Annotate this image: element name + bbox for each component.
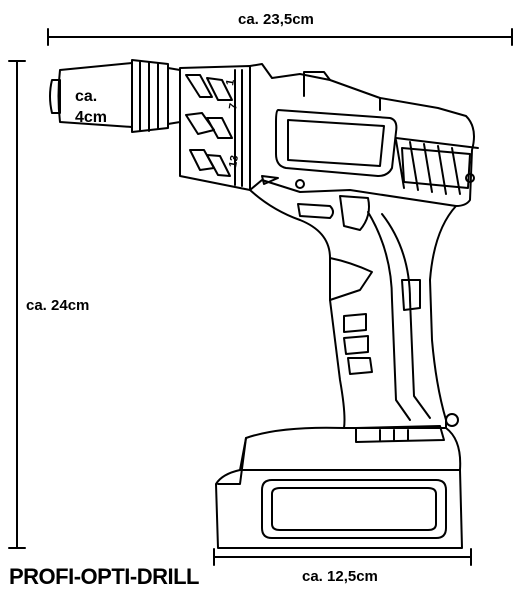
battery-width-label: ca. 12,5cm — [302, 568, 378, 585]
chuck — [49, 59, 181, 133]
product-name-title: PROFI-OPTI-DRILL — [9, 564, 199, 589]
motor-housing — [249, 63, 479, 207]
handle-grip — [329, 205, 457, 429]
dimension-line-height — [8, 60, 26, 549]
torque-mark-3: 13 — [227, 154, 241, 168]
height-dimension-label: ca. 24cm — [26, 297, 90, 314]
chuck-dimension-label-line2: 4cm — [75, 109, 108, 126]
dimension-line-battery — [213, 548, 472, 566]
torque-mark-1: 1 — [224, 78, 237, 86]
battery-pack — [215, 413, 463, 549]
width-dimension-label: ca. 23,5cm — [238, 11, 314, 28]
trigger-area — [249, 189, 373, 301]
dimension-line-width — [47, 28, 513, 46]
chuck-dimension-label-line1: ca. — [75, 88, 98, 105]
torque-mark-2: 7 — [227, 102, 240, 110]
torque-collar — [179, 65, 251, 191]
